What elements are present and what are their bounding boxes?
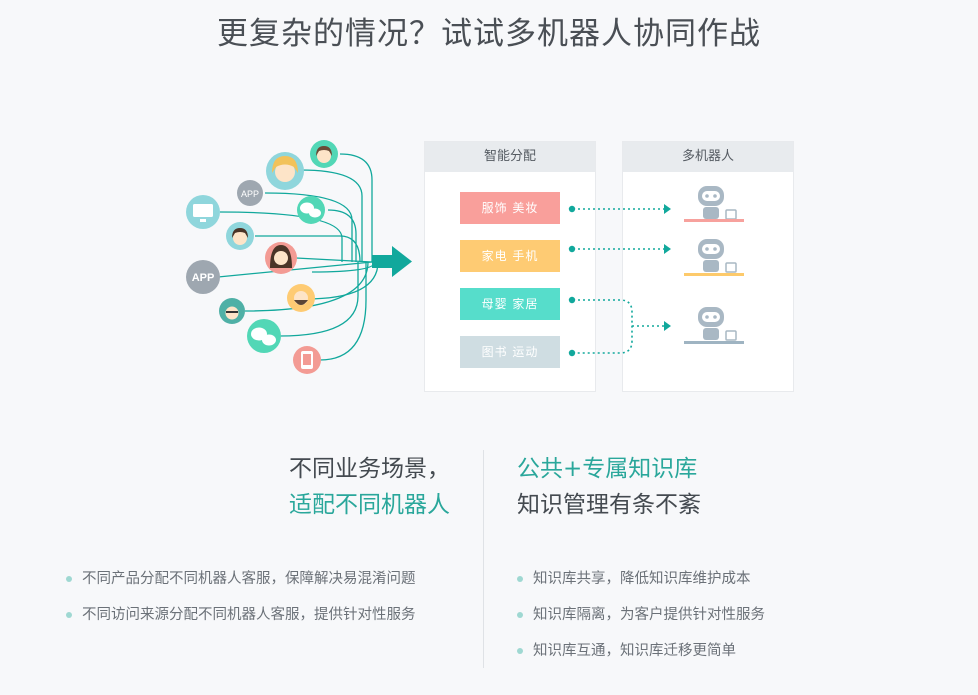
routing-panel-title: 智能分配 [425,142,595,172]
routing-panel: 智能分配 服饰 美妆 家电 手机 母婴 家居 图书 运动 [424,141,596,392]
category-tag-fashion: 服饰 美妆 [460,192,560,224]
list-item: 知识库互通，知识库迁移更简单 [517,633,765,669]
robot-icon-2 [684,239,744,276]
feature-right-line1: 公共+专属知识库 [517,456,698,482]
bullet-dot-icon [66,576,72,582]
routing-diagram: APP APP [186,140,412,374]
source-avatar-woman [266,152,304,190]
dotted-connectors [573,208,664,354]
app-badge-label: APP [241,189,259,199]
connector-arrowheads [664,204,671,331]
feature-right-bullets: 知识库共享，降低知识库维护成本 知识库隔离，为客户提供针对性服务 知识库互通，知… [517,561,765,669]
source-phone-icon [293,346,321,374]
robots-panel-title: 多机器人 [623,142,793,172]
list-item: 不同访问来源分配不同机器人客服，提供针对性服务 [66,597,416,633]
bullet-dot-icon [517,576,523,582]
category-tag-baby-home: 母婴 家居 [460,288,560,320]
list-item: 知识库共享，降低知识库维护成本 [517,561,765,597]
app-badge-label: APP [192,272,215,284]
bullet-text: 不同产品分配不同机器人客服，保障解决易混淆问题 [82,571,416,587]
source-avatar-man [226,222,254,250]
feature-divider [483,450,484,668]
connector-dots [568,205,576,357]
list-item: 不同产品分配不同机器人客服，保障解决易混淆问题 [66,561,416,597]
bullet-dot-icon [517,648,523,654]
source-wechat-icon-small [297,196,325,224]
source-app-badge-small: APP [237,180,263,206]
source-app-badge-large: APP [186,260,220,294]
routing-arrow-shaft [372,255,394,268]
page-title: 更复杂的情况？试试多机器人协同作战 [217,16,761,52]
source-avatar-beard [287,284,315,312]
connector-lines [217,153,379,361]
feature-left-bullets: 不同产品分配不同机器人客服，保障解决易混淆问题 不同访问来源分配不同机器人客服，… [66,561,416,633]
category-tag-books-sports: 图书 运动 [460,336,560,368]
source-avatar-longhair [265,242,297,274]
bullet-text: 知识库隔离，为客户提供针对性服务 [533,607,765,623]
bullet-text: 知识库互通，知识库迁移更简单 [533,643,736,659]
feature-right-line2: 知识管理有条不紊 [517,492,701,518]
assignment-overlay [568,186,744,357]
bullet-dot-icon [66,612,72,618]
source-avatar-glasses [219,298,245,324]
source-desktop-icon [186,195,220,229]
robot-icon-1 [684,186,744,222]
category-tag-electronics: 家电 手机 [460,240,560,272]
feature-right-heading: 公共+专属知识库 知识管理有条不紊 [517,451,701,523]
feature-left-line2: 适配不同机器人 [289,492,450,518]
feature-left-heading: 不同业务场景， 适配不同机器人 [289,451,450,523]
bullet-text: 不同访问来源分配不同机器人客服，提供针对性服务 [82,607,416,623]
source-wechat-icon-large [247,319,281,353]
robot-icon-3 [684,307,744,344]
feature-left-line1: 不同业务场景， [289,456,450,482]
source-avatar-girl [310,140,338,168]
list-item: 知识库隔离，为客户提供针对性服务 [517,597,765,633]
bullet-text: 知识库共享，降低知识库维护成本 [533,571,751,587]
bullet-dot-icon [517,612,523,618]
routing-arrow-head [392,246,412,277]
